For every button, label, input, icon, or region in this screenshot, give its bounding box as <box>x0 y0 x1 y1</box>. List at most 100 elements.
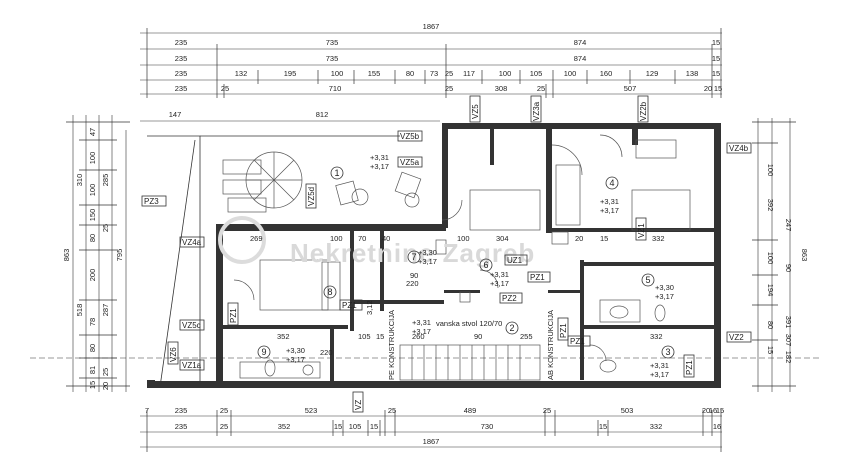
svg-text:105: 105 <box>530 69 543 78</box>
level-marker: +3,31+3,17 <box>650 361 669 379</box>
svg-text:863: 863 <box>800 249 809 262</box>
svg-text:195: 195 <box>284 69 297 78</box>
tag-vz5a: VZ5a <box>397 156 423 168</box>
svg-text:795: 795 <box>115 249 124 262</box>
svg-text:PZ1: PZ1 <box>570 337 585 346</box>
dim-total-bottom: 1867 <box>423 437 440 446</box>
svg-text:VZ5b: VZ5b <box>400 132 420 141</box>
svg-text:25: 25 <box>220 406 228 415</box>
svg-text:15: 15 <box>766 346 775 354</box>
tag-vz2: VZ2 <box>726 331 752 343</box>
svg-text:194: 194 <box>766 284 775 297</box>
svg-text:VZ2b: VZ2b <box>639 101 648 121</box>
svg-text:78: 78 <box>88 318 97 326</box>
svg-text:155: 155 <box>368 69 381 78</box>
svg-text:100: 100 <box>331 69 344 78</box>
right-dimension-chains: 863 100 392 100 194 80 15 247 90 391 307… <box>752 118 809 392</box>
svg-text:392: 392 <box>766 199 775 212</box>
room-7: 7 <box>407 250 421 264</box>
svg-text:PZ2: PZ2 <box>502 294 517 303</box>
tag-vz: VZ <box>352 391 364 413</box>
svg-text:6: 6 <box>483 260 488 270</box>
svg-text:15: 15 <box>88 381 97 389</box>
svg-text:730: 730 <box>481 422 494 431</box>
svg-text:+3,17: +3,17 <box>412 327 431 336</box>
svg-text:710: 710 <box>329 84 342 93</box>
level-marker: +3,30+3,17 <box>418 248 437 266</box>
svg-text:105: 105 <box>349 422 362 431</box>
svg-text:16: 16 <box>713 422 721 431</box>
svg-text:269: 269 <box>250 234 263 243</box>
staircase <box>399 344 541 381</box>
svg-text:117: 117 <box>463 69 475 78</box>
svg-text:20: 20 <box>575 234 583 243</box>
svg-text:105: 105 <box>358 332 371 341</box>
tag-pz1-d: PZ1 <box>683 354 695 378</box>
svg-text:90: 90 <box>410 271 418 280</box>
svg-text:235: 235 <box>175 84 188 93</box>
svg-text:+3,31: +3,31 <box>370 153 389 162</box>
svg-text:235: 235 <box>175 54 188 63</box>
svg-text:+3,31: +3,31 <box>412 318 431 327</box>
svg-text:25: 25 <box>101 224 110 232</box>
tag-uz1-a: UZ1 <box>504 254 528 266</box>
umbrella-icon <box>245 151 303 209</box>
svg-text:+3,17: +3,17 <box>418 257 437 266</box>
svg-text:352: 352 <box>278 422 291 431</box>
room-8: 8 <box>323 285 337 299</box>
svg-text:304: 304 <box>496 234 509 243</box>
svg-text:PZ1: PZ1 <box>685 360 694 375</box>
svg-text:150: 150 <box>88 209 97 222</box>
svg-text:AB KONSTRUKCIJA: AB KONSTRUKCIJA <box>546 310 555 380</box>
svg-text:VZ5: VZ5 <box>471 104 480 119</box>
svg-text:73: 73 <box>430 69 438 78</box>
svg-text:100: 100 <box>88 184 97 197</box>
svg-text:PZ3: PZ3 <box>144 197 159 206</box>
svg-text:UZ1: UZ1 <box>507 256 523 265</box>
svg-text:4: 4 <box>609 178 614 188</box>
level-marker: +3,31+3,17 <box>600 197 619 215</box>
svg-text:100: 100 <box>330 234 343 243</box>
level-marker: +3,31+3,17 <box>412 318 431 336</box>
svg-text:391: 391 <box>784 316 793 329</box>
svg-text:874: 874 <box>574 38 587 47</box>
dim-total-top: 1867 <box>423 22 440 31</box>
svg-text:80: 80 <box>406 69 414 78</box>
svg-text:+3,30: +3,30 <box>655 283 674 292</box>
svg-text:235: 235 <box>175 422 188 431</box>
svg-text:129: 129 <box>646 69 659 78</box>
svg-text:15: 15 <box>376 332 384 341</box>
svg-text:VZ4a: VZ4a <box>182 238 202 247</box>
svg-text:15: 15 <box>712 69 720 78</box>
svg-text:507: 507 <box>624 84 637 93</box>
svg-text:81: 81 <box>88 366 97 374</box>
svg-text:352: 352 <box>277 332 290 341</box>
svg-text:235: 235 <box>175 69 188 78</box>
tag-pz1-b: PZ1 <box>527 271 551 283</box>
svg-text:15: 15 <box>714 84 722 93</box>
tag-vz5: VZ5 <box>469 95 481 123</box>
svg-text:+3,17: +3,17 <box>286 355 305 364</box>
svg-text:VZ6: VZ6 <box>169 347 178 362</box>
svg-text:+3,31: +3,31 <box>490 270 509 279</box>
svg-text:70: 70 <box>358 234 366 243</box>
svg-text:235: 235 <box>175 406 188 415</box>
svg-text:VZ2: VZ2 <box>729 333 744 342</box>
svg-text:20: 20 <box>704 84 712 93</box>
svg-text:25: 25 <box>101 368 110 376</box>
svg-text:812: 812 <box>316 110 329 119</box>
exterior-walls <box>147 123 721 388</box>
svg-text:7: 7 <box>411 252 416 262</box>
svg-text:25: 25 <box>388 406 396 415</box>
svg-text:138: 138 <box>686 69 699 78</box>
furniture <box>222 134 691 381</box>
room-9: 9 <box>257 345 271 359</box>
top-dimension-chains: 1867 235 735 874 15 235 735 874 15 235 1… <box>140 22 722 98</box>
tag-vz1: VZ1 <box>635 217 647 241</box>
svg-text:863: 863 <box>62 249 71 262</box>
tag-pz1-c: PZ1 <box>567 335 591 347</box>
svg-text:+3,30: +3,30 <box>286 346 305 355</box>
svg-text:874: 874 <box>574 54 587 63</box>
svg-text:PZ1: PZ1 <box>342 301 357 310</box>
